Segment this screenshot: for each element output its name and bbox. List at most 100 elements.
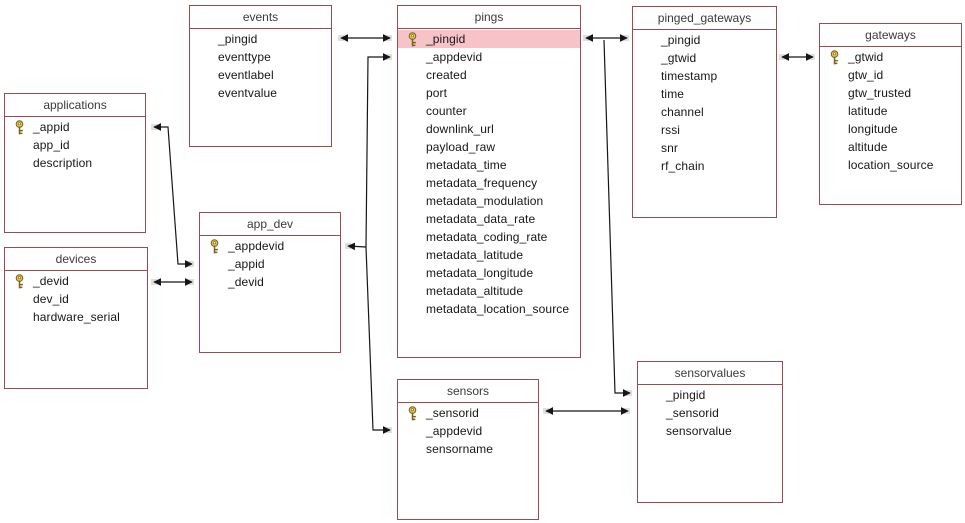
key-icon-placeholder xyxy=(407,266,418,281)
relationship-line-app-dev-pings-sensors[interactable] xyxy=(365,53,391,434)
key-icon-placeholder xyxy=(199,68,210,83)
field-row-metadata_location_source[interactable]: metadata_location_source xyxy=(398,300,580,318)
field-label: snr xyxy=(661,141,678,155)
field-row-dev_id[interactable]: dev_id xyxy=(5,290,147,308)
field-row-sensorname[interactable]: sensorname xyxy=(398,440,538,458)
field-row-metadata_longitude[interactable]: metadata_longitude xyxy=(398,264,580,282)
field-row-_pingid[interactable]: _pingid xyxy=(633,31,776,49)
field-row-gtw_id[interactable]: gtw_id xyxy=(820,66,961,84)
key-icon-placeholder xyxy=(407,86,418,101)
field-row-_pingid[interactable]: _pingid xyxy=(398,30,580,48)
table-title-events[interactable]: events xyxy=(190,6,331,29)
field-row-metadata_latitude[interactable]: metadata_latitude xyxy=(398,246,580,264)
field-row-_sensorid[interactable]: _sensorid xyxy=(638,404,782,422)
key-icon-placeholder xyxy=(199,86,210,101)
table-title-gateways[interactable]: gateways xyxy=(820,24,961,47)
field-row-_gtwid[interactable]: _gtwid xyxy=(633,49,776,67)
field-label: _gtwid xyxy=(848,50,884,64)
field-row-rf_chain[interactable]: rf_chain xyxy=(633,157,776,175)
field-row-_appdevid[interactable]: _appdevid xyxy=(200,237,340,255)
table-title-pings[interactable]: pings xyxy=(398,6,580,29)
field-label: longitude xyxy=(848,122,898,136)
field-label: app_id xyxy=(33,138,70,152)
field-row-metadata_modulation[interactable]: metadata_modulation xyxy=(398,192,580,210)
field-row-metadata_altitude[interactable]: metadata_altitude xyxy=(398,282,580,300)
key-icon-placeholder xyxy=(14,292,25,307)
key-icon-placeholder xyxy=(407,122,418,137)
field-row-metadata_frequency[interactable]: metadata_frequency xyxy=(398,174,580,192)
key-icon-placeholder xyxy=(407,176,418,191)
key-icon-placeholder xyxy=(14,138,25,153)
field-row-sensorvalue[interactable]: sensorvalue xyxy=(638,422,782,440)
field-label: time xyxy=(661,87,685,101)
field-row-downlink_url[interactable]: downlink_url xyxy=(398,120,580,138)
relationship-line-pings-sensorvalues[interactable] xyxy=(603,39,631,397)
field-label: eventlabel xyxy=(218,68,274,82)
relationship-line-applications-app-dev[interactable] xyxy=(153,123,193,268)
field-row-description[interactable]: description xyxy=(5,154,145,172)
field-row-_gtwid[interactable]: _gtwid xyxy=(820,48,961,66)
key-icon-placeholder xyxy=(647,388,658,403)
table-applications[interactable]: applications _appid app_id description xyxy=(4,93,146,233)
field-row-eventlabel[interactable]: eventlabel xyxy=(190,66,331,84)
field-label: metadata_frequency xyxy=(426,176,538,190)
field-row-eventtype[interactable]: eventtype xyxy=(190,48,331,66)
table-title-sensorvalues[interactable]: sensorvalues xyxy=(638,362,782,385)
field-row-longitude[interactable]: longitude xyxy=(820,120,961,138)
table-title-pinged-gateways[interactable]: pinged_gateways xyxy=(633,7,776,30)
table-devices[interactable]: devices _devid dev_id hardware_serial xyxy=(4,247,148,389)
field-row-metadata_data_rate[interactable]: metadata_data_rate xyxy=(398,210,580,228)
field-row-_appdevid[interactable]: _appdevid xyxy=(398,48,580,66)
table-pinged-gateways[interactable]: pinged_gateways _pingid _gtwid timestamp ti… xyxy=(632,6,777,218)
field-row-latitude[interactable]: latitude xyxy=(820,102,961,120)
relationship-line-app-dev-stub[interactable] xyxy=(347,242,367,251)
field-row-snr[interactable]: snr xyxy=(633,139,776,157)
field-label: downlink_url xyxy=(426,122,494,136)
field-row-rssi[interactable]: rssi xyxy=(633,121,776,139)
field-row-_sensorid[interactable]: _sensorid xyxy=(398,404,538,422)
field-row-_pingid[interactable]: _pingid xyxy=(190,30,331,48)
field-row-counter[interactable]: counter xyxy=(398,102,580,120)
field-label: _appdevid xyxy=(228,239,285,253)
field-row-channel[interactable]: channel xyxy=(633,103,776,121)
key-icon-placeholder xyxy=(407,302,418,317)
field-label: _gtwid xyxy=(661,51,697,65)
field-row-hardware_serial[interactable]: hardware_serial xyxy=(5,308,147,326)
field-label: dev_id xyxy=(33,292,69,306)
key-icon-placeholder xyxy=(642,51,653,66)
table-title-app-dev[interactable]: app_dev xyxy=(200,213,340,236)
field-row-_devid[interactable]: _devid xyxy=(200,273,340,291)
table-sensorvalues[interactable]: sensorvalues _pingid_sensorid sensorvalue xyxy=(637,361,783,503)
field-row-_devid[interactable]: _devid xyxy=(5,272,147,290)
table-title-devices[interactable]: devices xyxy=(5,248,147,271)
field-row-payload_raw[interactable]: payload_raw xyxy=(398,138,580,156)
field-row-_appid[interactable]: _appid xyxy=(5,118,145,136)
field-label: metadata_time xyxy=(426,158,507,172)
field-row-_appid[interactable]: _appid xyxy=(200,255,340,273)
table-title-applications[interactable]: applications xyxy=(5,94,145,117)
field-row-port[interactable]: port xyxy=(398,84,580,102)
field-row-_appdevid[interactable]: _appdevid xyxy=(398,422,538,440)
key-icon-placeholder xyxy=(642,105,653,120)
field-row-eventvalue[interactable]: eventvalue xyxy=(190,84,331,102)
field-label: rf_chain xyxy=(661,159,705,173)
field-row-altitude[interactable]: altitude xyxy=(820,138,961,156)
field-row-metadata_time[interactable]: metadata_time xyxy=(398,156,580,174)
field-row-location_source[interactable]: location_source xyxy=(820,156,961,174)
field-row-app_id[interactable]: app_id xyxy=(5,136,145,154)
field-row-timestamp[interactable]: timestamp xyxy=(633,67,776,85)
field-row-gtw_trusted[interactable]: gtw_trusted xyxy=(820,84,961,102)
field-row-time[interactable]: time xyxy=(633,85,776,103)
field-row-metadata_coding_rate[interactable]: metadata_coding_rate xyxy=(398,228,580,246)
field-label: sensorvalue xyxy=(666,424,732,438)
field-row-_pingid[interactable]: _pingid xyxy=(638,386,782,404)
field-row-created[interactable]: created xyxy=(398,66,580,84)
table-app-dev[interactable]: app_dev _appdevid _appid_devid xyxy=(199,212,341,353)
table-title-sensors[interactable]: sensors xyxy=(398,380,538,403)
